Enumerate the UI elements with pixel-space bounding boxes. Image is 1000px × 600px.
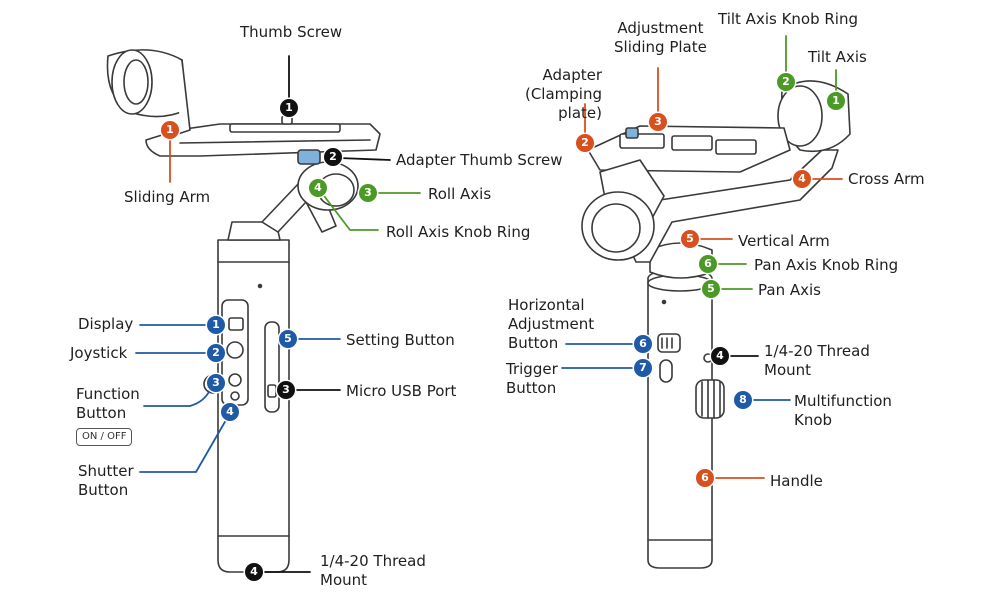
right-handle-shape: [647, 269, 713, 569]
marker-right-thread-mount: 4: [711, 347, 729, 365]
left-joystick-shape: [226, 341, 244, 359]
label-function-button: Function Button: [76, 385, 140, 422]
label-left-thread-mount: 1/4-20 Thread Mount: [320, 552, 426, 589]
marker-function-button: 3: [207, 374, 225, 392]
right-knob-shape: [695, 379, 725, 419]
marker-adapter-thumb-screw: 2: [324, 148, 342, 166]
marker-setting-button: 5: [279, 330, 297, 348]
marker-tilt-axis: 1: [827, 92, 845, 110]
label-micro-usb-port: Micro USB Port: [346, 382, 457, 400]
marker-tilt-axis-knob-ring: 2: [777, 73, 795, 91]
label-cross-arm: Cross Arm: [848, 170, 925, 188]
label-multifunction-knob: Multifunction Knob: [794, 392, 892, 429]
left-side-panel: [264, 321, 280, 413]
left-thumb-screw-shape: [281, 115, 293, 125]
marker-multifunction-knob: 8: [734, 391, 752, 409]
marker-pan-axis-knob-ring: 6: [699, 255, 717, 273]
marker-vertical-arm: 5: [681, 230, 699, 248]
marker-cross-arm: 4: [793, 170, 811, 188]
right-gimbal-drawing: [581, 80, 851, 569]
marker-left-thread-mount: 4: [245, 563, 263, 581]
label-trigger-button: Trigger Button: [506, 360, 558, 397]
right-cross-arm: [623, 149, 839, 263]
label-thumb-screw: Thumb Screw: [240, 23, 343, 41]
right-horizontal-button-shape: [657, 333, 681, 353]
marker-horizontal-adjustment-button: 6: [634, 335, 652, 353]
right-trigger-shape: [659, 359, 673, 383]
label-pan-axis-knob-ring: Pan Axis Knob Ring: [754, 256, 899, 274]
label-sliding-arm: Sliding Arm: [124, 188, 211, 206]
label-adapter-clamping-plate: Adapter (Clamping plate): [524, 66, 602, 122]
marker-handle: 6: [696, 469, 714, 487]
label-handle: Handle: [770, 472, 823, 490]
label-pan-axis: Pan Axis: [758, 281, 821, 299]
marker-micro-usb-port: 3: [277, 381, 295, 399]
left-gimbal-drawing: [106, 49, 381, 573]
on-off-badge: ON / OFF: [76, 428, 133, 446]
label-setting-button: Setting Button: [346, 331, 455, 349]
label-tilt-axis-knob-ring: Tilt Axis Knob Ring: [718, 10, 859, 28]
label-adjustment-sliding-plate: Adjustment Sliding Plate: [614, 19, 707, 56]
label-tilt-axis: Tilt Axis: [808, 48, 867, 66]
left-adapter-thumb-screw-shape: [297, 149, 321, 165]
right-adapter-screw-shape: [625, 127, 639, 139]
marker-joystick: 2: [207, 344, 225, 362]
leader-lines: [135, 35, 843, 573]
marker-adapter-clamping-plate: 2: [576, 134, 594, 152]
marker-thumb-screw: 1: [280, 99, 298, 117]
label-vertical-arm: Vertical Arm: [738, 232, 830, 250]
marker-roll-axis: 3: [359, 184, 377, 202]
marker-pan-axis: 5: [702, 280, 720, 298]
marker-shutter-button: 4: [221, 403, 239, 421]
left-display-screen: [228, 317, 244, 331]
label-joystick: Joystick: [70, 344, 128, 362]
label-display: Display: [78, 315, 134, 333]
label-adapter-thumb-screw: Adapter Thumb Screw: [396, 151, 563, 169]
label-horizontal-adjustment-button: Horizontal Adjustment Button: [508, 296, 595, 352]
marker-adjustment-sliding-plate: 3: [649, 113, 667, 131]
marker-roll-axis-knob-ring: 4: [309, 179, 327, 197]
marker-display: 1: [207, 316, 225, 334]
label-roll-axis: Roll Axis: [428, 185, 492, 203]
marker-trigger-button: 7: [634, 359, 652, 377]
marker-sliding-arm: 1: [161, 121, 179, 139]
label-right-thread-mount: 1/4-20 Thread Mount: [764, 342, 870, 379]
label-roll-axis-knob-ring: Roll Axis Knob Ring: [386, 223, 531, 241]
label-shutter-button: Shutter Button: [78, 462, 134, 499]
